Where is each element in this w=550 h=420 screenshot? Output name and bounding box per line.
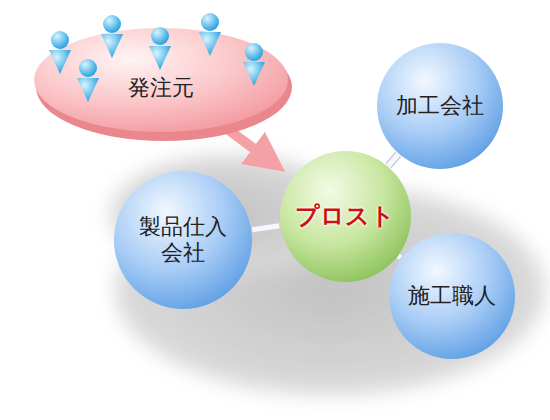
link-line	[398, 256, 400, 258]
node-label: 製品仕入 会社	[133, 214, 233, 267]
circle-fill	[377, 43, 503, 169]
node-label: 発注元	[128, 75, 194, 101]
link-line	[388, 154, 398, 165]
hub-circle: プロスト	[279, 150, 412, 283]
hub-name: プロスト	[295, 202, 395, 231]
node-label: 加工会社	[396, 93, 484, 119]
link-line	[252, 226, 279, 230]
disk-top	[34, 28, 288, 132]
circle-fill	[389, 233, 515, 359]
node-label: 施工職人	[408, 283, 496, 309]
circle-fill	[280, 151, 411, 282]
partner-circle: 加工会社	[376, 42, 504, 170]
circle-fill	[114, 171, 252, 309]
partner-circle: 製品仕入 会社	[113, 170, 253, 310]
client-ellipse: 発注元	[31, 22, 291, 138]
partner-circle: 施工職人	[388, 232, 516, 360]
